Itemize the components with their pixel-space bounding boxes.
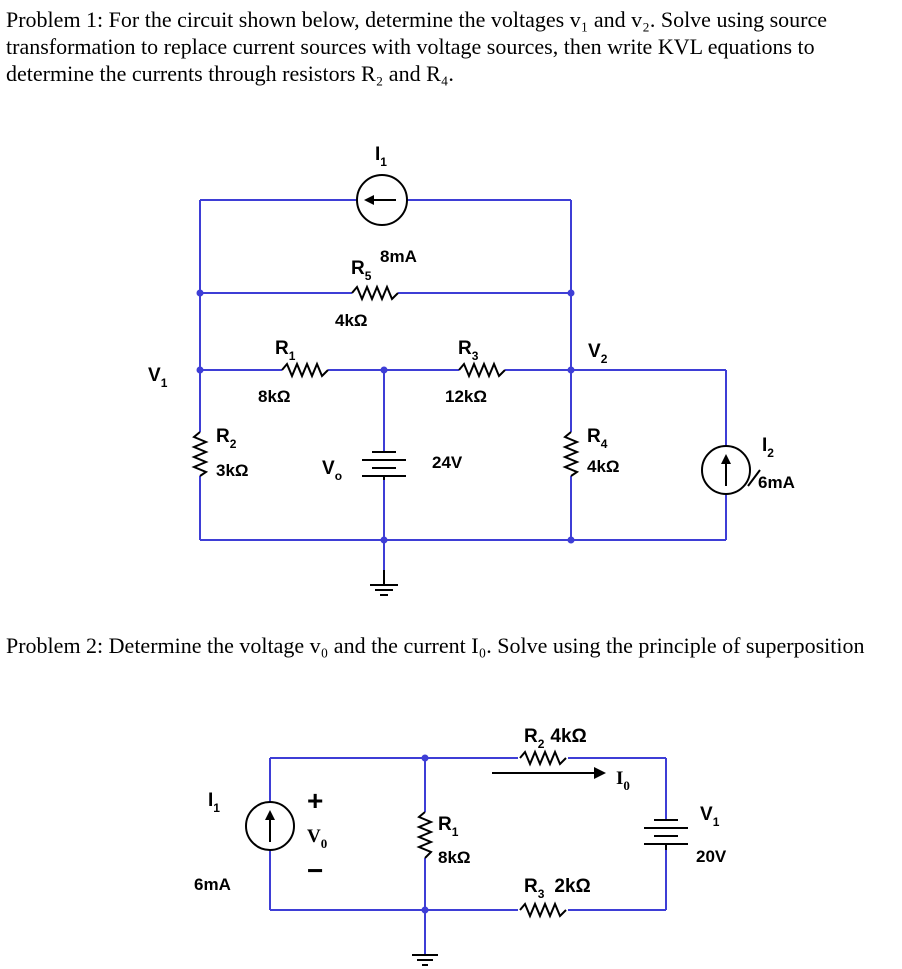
c1-ground-symbol [370, 570, 398, 596]
c1-resistor-r2 [190, 431, 210, 477]
c1-label-i2-value: 6mA [758, 473, 795, 492]
c1-label-r5: R5 [351, 258, 372, 283]
c1-label-r4-value: 4kΩ [587, 457, 620, 476]
c2-label-v1-value: 20V [696, 847, 727, 866]
c1-resistor-r3 [458, 361, 506, 379]
c1-label-r3: R3 [458, 338, 479, 363]
c1-current-source-i2 [701, 445, 751, 495]
c1-label-vo: Vo [322, 458, 342, 483]
c1-label-v1: V1 [148, 365, 168, 390]
c2-battery-v1 [644, 819, 688, 850]
c2-resistor-r2 [518, 749, 568, 767]
circuit-1: I1 8mA R5 4kΩ V1 R1 8kΩ R3 12kΩ V2 R2 3k… [148, 144, 795, 596]
c1-resistor-r1 [281, 361, 329, 379]
c1-junction-dots [196, 289, 575, 544]
c2-label-vo: V0 [307, 826, 327, 851]
c1-label-i1-value: 8mA [380, 247, 417, 266]
c1-label-r2-value: 3kΩ [216, 461, 249, 480]
c1-current-source-i1 [356, 174, 408, 226]
c2-junction-dots [421, 754, 429, 914]
problem-1-statement: Problem 1: For the circuit shown below, … [6, 7, 828, 86]
c1-i2-leader-line [747, 469, 761, 487]
c1-label-battery-value: 24V [432, 453, 463, 472]
problem-2-statement: Problem 2: Determine the voltage v₀ and … [6, 633, 865, 658]
c2-resistor-r3 [518, 901, 568, 919]
c1-label-r1: R1 [275, 338, 296, 363]
c2-label-r1-value: 8kΩ [438, 848, 471, 867]
c2-current-source-i1 [245, 801, 295, 851]
c2-ground-symbol [412, 954, 438, 966]
c1-label-r4: R4 [587, 426, 608, 451]
c2-label-i1: I1 [208, 790, 220, 815]
c2-io-arrow [492, 767, 606, 779]
c2-label-plus: + [307, 785, 323, 816]
c1-label-r5-value: 4kΩ [335, 311, 368, 330]
c2-label-i1-value: 6mA [194, 875, 231, 894]
c1-label-i2: I2 [762, 435, 774, 460]
c2-label-io: I0 [616, 768, 630, 793]
c1-resistor-r4 [561, 431, 581, 477]
c1-label-r3-value: 12kΩ [445, 387, 487, 406]
c1-label-i1: I1 [375, 144, 387, 169]
c1-label-r2: R2 [216, 426, 237, 451]
c2-resistor-r1 [416, 811, 434, 859]
c1-battery-24v [362, 451, 406, 480]
c2-label-minus: − [307, 855, 323, 886]
c1-resistor-r5 [351, 284, 399, 302]
c2-label-v1: V1 [700, 804, 720, 829]
c1-wires [199, 199, 727, 585]
c2-label-r1: R1 [438, 814, 459, 839]
c1-label-r1-value: 8kΩ [258, 387, 291, 406]
c1-label-v2: V2 [588, 341, 608, 366]
